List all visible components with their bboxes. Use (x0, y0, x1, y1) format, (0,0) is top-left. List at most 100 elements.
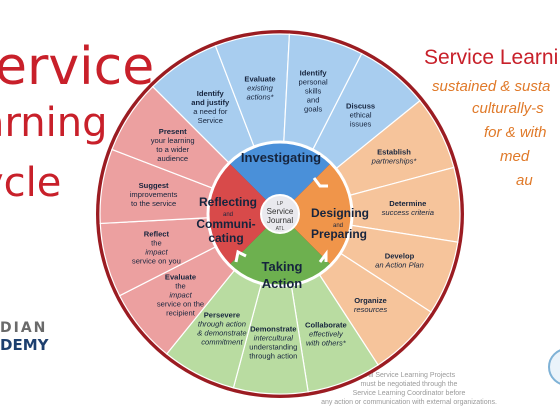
segment-text-identify-skills-1: personal (299, 77, 328, 86)
segment-text-demonstrate-3: through action (249, 351, 297, 360)
segment-text-identify-justify-2: a need for (193, 107, 228, 116)
segment-text-identify-justify-3: Service (198, 116, 223, 125)
segment-text-evaluate-impact-2: impact (169, 291, 192, 300)
footnote-line-1: *All Service Learning Projects (362, 372, 456, 379)
right-heading: Service Learni (424, 46, 559, 69)
segment-text-reflect-impact-1: the (151, 239, 162, 248)
segment-text-identify-skills-4: goals (304, 104, 322, 113)
segment-text-present-learning-2: to a wider (156, 145, 189, 154)
inner-quadrants (208, 142, 352, 286)
right-line-5: au (516, 172, 533, 189)
arrow-icon-ne (312, 177, 328, 188)
phase-designing-line-2: Preparing (311, 227, 367, 241)
segment-text-identify-skills-3: and (307, 95, 320, 104)
outer-segments (99, 33, 461, 395)
segment-text-evaluate-impact-0: Evaluate (165, 273, 196, 282)
segment-label-demonstrate: Demonstrateinterculturalunderstandingthr… (249, 324, 297, 360)
segment-text-evaluate-actions-2: actions* (246, 93, 274, 102)
center-line-3: Journal (267, 216, 293, 225)
segment-text-organize-resources-1: resources (354, 305, 388, 314)
quadrant-investigating (229, 142, 331, 214)
segment-text-develop-plan-0: Develop (385, 251, 415, 260)
segment-text-persevere-2: & demonstrate (197, 329, 246, 338)
phase-taking-action-line-1: Taking (262, 259, 303, 274)
phase-investigating-label: Investigating (241, 150, 321, 165)
segment-text-suggest-improvements-2: to the service (131, 199, 176, 208)
center-line-1: LP (277, 201, 284, 207)
segment-text-suggest-improvements-1: improvements (130, 190, 178, 199)
phase-designing-line-1: Designing (311, 206, 369, 220)
segment-text-evaluate-impact-1: the (175, 282, 186, 291)
segment-text-discuss-ethical-1: ethical (350, 111, 372, 120)
quadrant-reflecting (208, 163, 280, 265)
phase-reflecting-line-1: Reflecting (199, 195, 257, 209)
segment-text-evaluate-actions-0: Evaluate (244, 75, 275, 84)
segment-text-determine-criteria-0: Determine (389, 199, 426, 208)
academy-logo-line-1: DIAN (0, 320, 48, 336)
phase-designing-and: and (333, 223, 343, 229)
segment-text-present-learning-3: audience (157, 154, 188, 163)
segment-text-demonstrate-1: intercultural (254, 333, 294, 342)
center-journal-circle (260, 194, 300, 234)
segment-text-collaborate-1: effectively (309, 330, 344, 339)
segment-text-persevere-3: commitment (201, 338, 243, 347)
right-line-3: for & with (484, 124, 547, 141)
footnote-line-4: any action or communication with externa… (321, 399, 497, 406)
center-line-4: ATL (276, 226, 285, 232)
segment-text-collaborate-0: Collaborate (305, 321, 347, 330)
footnote-line-2: must be negotiated through the (360, 381, 458, 388)
segment-text-develop-plan-1: an Action Plan (375, 260, 424, 269)
segment-text-demonstrate-0: Demonstrate (250, 324, 296, 333)
segment-text-evaluate-impact-4: recipient (166, 309, 196, 318)
segment-text-present-learning-1: your learning (151, 136, 195, 145)
right-line-2: culturally-s (472, 100, 544, 117)
arrow-icon-sw (234, 249, 247, 263)
segment-text-suggest-improvements-0: Suggest (139, 181, 169, 190)
segment-text-collaborate-2: with others* (306, 339, 347, 348)
phase-reflecting-line-3: cating (208, 231, 243, 245)
title-line-3: ycle (0, 160, 62, 206)
segment-text-discuss-ethical-2: issues (350, 120, 372, 129)
segment-text-persevere-0: Persevere (204, 311, 240, 320)
segment-text-evaluate-impact-3: service on the (157, 300, 204, 309)
segment-text-evaluate-actions-1: existing (247, 84, 274, 93)
academy-logo-line-2: DEMY (0, 336, 49, 354)
segment-text-reflect-impact-0: Reflect (144, 230, 170, 239)
segment-text-establish-partnerships-1: partnerships* (371, 156, 418, 165)
inner-ring-border (206, 140, 354, 288)
segment-text-identify-justify-1: and justify (191, 98, 230, 107)
segment-text-identify-skills-2: skills (305, 86, 322, 95)
segment-text-determine-criteria-1: success criteria (382, 208, 434, 217)
segment-text-reflect-impact-2: impact (145, 248, 168, 257)
segment-text-demonstrate-2: understanding (249, 342, 297, 351)
title-line-2: arning (0, 100, 108, 146)
segment-text-present-learning-0: Present (159, 127, 187, 136)
segment-text-organize-resources-0: Organize (354, 296, 387, 305)
arrow-icon-se (318, 249, 328, 263)
title-line-1: Service (0, 37, 155, 97)
right-line-1: sustained & susta (432, 78, 551, 95)
center-line-2: Service (267, 207, 294, 216)
footnote-line-3: Service Learning Coordinator before (352, 390, 466, 397)
segment-text-identify-skills-0: Identify (300, 68, 328, 77)
right-line-4: med (500, 148, 530, 165)
quadrant-taking-action (229, 214, 331, 286)
segment-text-reflect-impact-3: service on you (132, 257, 181, 266)
segment-text-discuss-ethical-0: Discuss (346, 102, 375, 111)
